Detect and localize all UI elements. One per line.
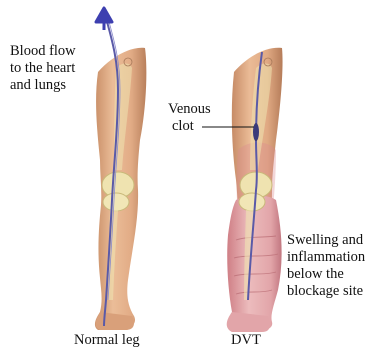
- normal-leg-caption: Normal leg: [74, 332, 140, 349]
- dvt-caption: DVT: [231, 332, 261, 349]
- blood-flow-label: Blood flow to the heart and lungs: [10, 43, 76, 94]
- venous-clot-label: Venous clot: [168, 101, 211, 135]
- swelling-label: Swelling and inflammation below the bloc…: [287, 232, 365, 300]
- dvt-leg: [227, 48, 283, 332]
- normal-leg: [95, 18, 146, 330]
- normal-leg-tibia-head: [103, 193, 129, 211]
- dvt-leg-tibia-head: [239, 193, 265, 211]
- venous-clot: [253, 123, 259, 141]
- blood-flow-arrow: [96, 8, 112, 30]
